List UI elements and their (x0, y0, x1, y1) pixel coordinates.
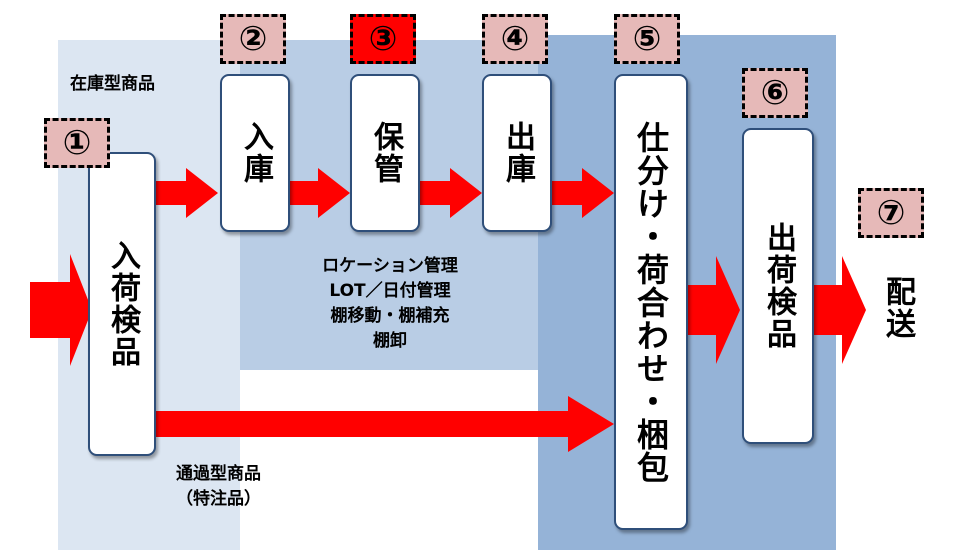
transit-type-note: （特注品） (176, 489, 261, 509)
sort-pack-label: 仕分け・荷合わせ・梱包 (632, 120, 670, 484)
step-badge-2: ② (220, 14, 286, 64)
arrow-store-to-shipout (418, 168, 482, 218)
outbound-inspection-box: 出荷検品 (742, 128, 814, 444)
delivery-label: 配送 (880, 276, 915, 340)
arrow-shipout-to-sort (550, 168, 614, 218)
storage-label: 保管 (368, 121, 403, 185)
shipping-out-box: 出庫 (482, 74, 552, 232)
storage-box: 保管 (350, 74, 420, 232)
outbound-inspection-label: 出荷検品 (761, 222, 796, 350)
storage-operations: ロケーション管理 LOT／日付管理 棚移動・棚補充 棚卸 (275, 254, 505, 354)
arrow-inspectout-to-deliver (812, 256, 866, 364)
arrow-transit (154, 396, 614, 452)
receiving-label: 入庫 (238, 121, 273, 185)
storage-op-inventory: 棚卸 (373, 331, 407, 351)
storage-op-shelf-move: 棚移動・棚補充 (330, 306, 450, 326)
storage-op-location: ロケーション管理 (322, 256, 458, 276)
inbound-inspection-label: 入荷検品 (105, 240, 140, 368)
inbound-inspection-box: 入荷検品 (88, 152, 156, 456)
step-badge-3-highlighted: ③ (350, 14, 416, 64)
delivery-text: 配送 (875, 276, 919, 344)
receiving-box: 入庫 (220, 74, 290, 232)
shipping-out-label: 出庫 (500, 121, 535, 185)
step-badge-6: ⑥ (742, 68, 808, 118)
stock-type-label: 在庫型商品 (70, 74, 155, 94)
step-badge-4: ④ (482, 14, 548, 64)
arrow-sort-to-inspectout (686, 256, 740, 364)
arrow-into-inspect (30, 254, 92, 366)
sort-pack-box: 仕分け・荷合わせ・梱包 (614, 74, 688, 530)
step-badge-7: ⑦ (858, 188, 924, 238)
transit-type-label: 通過型商品 （特注品） (176, 462, 261, 512)
arrow-inspect-to-receive (154, 168, 218, 218)
arrow-receive-to-store (288, 168, 350, 218)
transit-type-title: 通過型商品 (176, 464, 261, 484)
storage-op-lot-date: LOT／日付管理 (329, 281, 451, 301)
step-badge-5: ⑤ (614, 14, 680, 64)
step-badge-1: ① (44, 118, 110, 168)
